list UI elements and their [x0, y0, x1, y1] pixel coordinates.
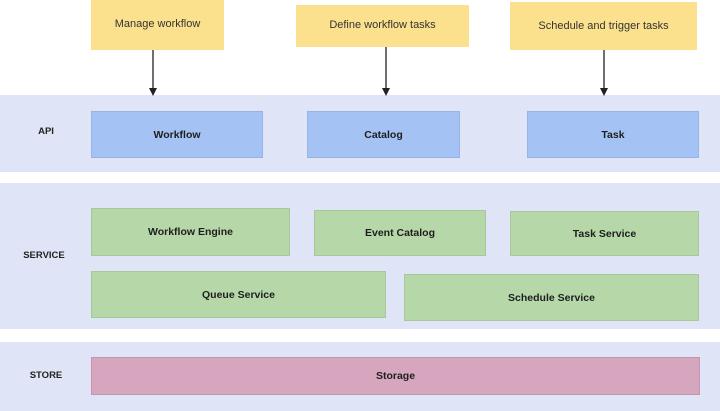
event-catalog-box: Event Catalog	[314, 210, 486, 256]
note-define-workflow-tasks-text: Define workflow tasks	[329, 19, 436, 31]
note-manage-workflow-text: Manage workflow	[114, 18, 201, 30]
storage-label: Storage	[375, 370, 416, 382]
note-manage-workflow: Manage workflow	[91, 0, 224, 50]
queue-service-box: Queue Service	[91, 271, 386, 318]
task-service-label: Task Service	[572, 227, 637, 240]
storage-box: Storage	[91, 357, 700, 395]
task-api-label: Task	[601, 128, 625, 141]
catalog-api-box: Catalog	[307, 111, 460, 158]
workflow-api-label: Workflow	[153, 128, 201, 141]
task-service-box: Task Service	[510, 211, 699, 256]
workflow-engine-label: Workflow Engine	[148, 226, 233, 238]
service-layer-label: SERVICE	[23, 250, 65, 261]
store-layer-label: STORE	[29, 370, 63, 381]
queue-service-label: Queue Service	[202, 288, 275, 301]
schedule-service-label: Schedule Service	[508, 291, 595, 304]
workflow-api-box: Workflow	[91, 111, 263, 158]
api-layer-label: API	[38, 126, 54, 137]
event-catalog-label: Event Catalog	[364, 227, 435, 239]
note-schedule-trigger-tasks-text: Schedule and trigger tasks	[538, 20, 669, 32]
workflow-engine-box: Workflow Engine	[91, 208, 290, 256]
schedule-service-box: Schedule Service	[404, 274, 699, 321]
catalog-api-label: Catalog	[364, 128, 403, 141]
note-schedule-trigger-tasks: Schedule and trigger tasks	[510, 2, 697, 50]
note-define-workflow-tasks: Define workflow tasks	[296, 5, 469, 47]
task-api-box: Task	[527, 111, 699, 158]
